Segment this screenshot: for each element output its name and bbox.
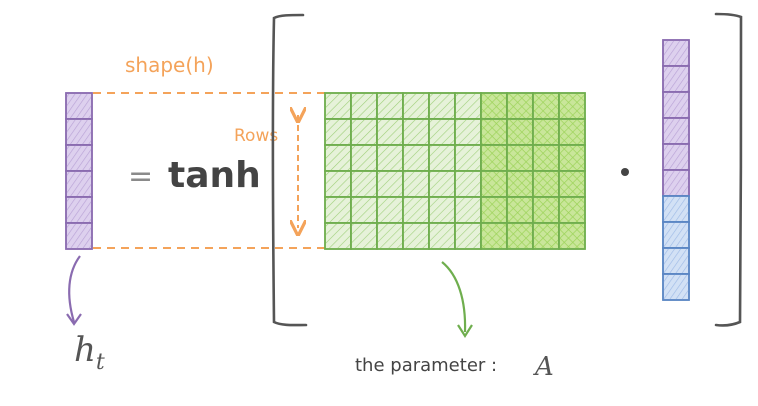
h-cell-hatch	[65, 118, 93, 146]
matrix-cell-hatch	[428, 196, 456, 224]
x-cell-input-part-hatch	[662, 195, 690, 223]
x-cell-hidden-part-hatch	[662, 65, 690, 93]
matrix-cell-hatch	[350, 144, 378, 172]
matrix-cell-hatch	[480, 92, 508, 120]
matrix-cell-hatch	[376, 144, 404, 172]
matrix-cell-hatch	[480, 170, 508, 198]
matrix-cell-hatch	[480, 118, 508, 146]
matrix-cell-hatch	[324, 170, 352, 198]
matrix-cell-hatch	[324, 196, 352, 224]
matrix-cell-hatch	[428, 222, 456, 250]
matrix-cell-hatch	[506, 118, 534, 146]
matrix-cell-hatch	[480, 144, 508, 172]
equals-sign: =	[128, 159, 153, 194]
matrix-cell-hatch	[428, 170, 456, 198]
matrix-cell-hatch	[402, 222, 430, 250]
matrix-cell-hatch	[402, 118, 430, 146]
matrix-cell-hatch	[532, 118, 560, 146]
matrix-cell-hatch	[558, 222, 586, 250]
h-cell-hatch	[65, 144, 93, 172]
parameter-matrix	[324, 92, 586, 250]
matrix-cell-hatch	[324, 144, 352, 172]
x-cell-hidden-part-hatch	[662, 91, 690, 119]
h-arrow	[68, 255, 81, 323]
h-cell-hatch	[65, 170, 93, 198]
matrix-cell-hatch	[350, 222, 378, 250]
left-bracket	[271, 13, 308, 327]
matrix-cell-hatch	[324, 118, 352, 146]
matrix-cell-hatch	[506, 92, 534, 120]
input-vector	[662, 39, 690, 301]
matrix-cell-hatch	[350, 196, 378, 224]
hidden-state-vector	[65, 92, 93, 250]
matrix-cell-hatch	[376, 170, 404, 198]
matrix-cell-hatch	[454, 92, 482, 120]
x-cell-input-part-hatch	[662, 273, 690, 301]
param-arrow-head	[457, 324, 473, 339]
dot-operator	[621, 168, 629, 176]
right-bracket	[714, 12, 743, 327]
matrix-cell-hatch	[506, 144, 534, 172]
matrix-cell-hatch	[376, 118, 404, 146]
x-cell-input-part-hatch	[662, 221, 690, 249]
matrix-cell-hatch	[454, 222, 482, 250]
matrix-cell-hatch	[532, 144, 560, 172]
matrix-cell-hatch	[402, 170, 430, 198]
matrix-cell-hatch	[532, 92, 560, 120]
matrix-cell-hatch	[454, 170, 482, 198]
matrix-cell-hatch	[558, 144, 586, 172]
matrix-cell-hatch	[402, 144, 430, 172]
matrix-cell-hatch	[454, 196, 482, 224]
matrix-cell-hatch	[506, 222, 534, 250]
parameter-label: the parameter :	[355, 355, 497, 376]
matrix-cell-hatch	[428, 144, 456, 172]
matrix-cell-hatch	[506, 170, 534, 198]
x-cell-hidden-part-hatch	[662, 143, 690, 171]
x-cell-hidden-part-hatch	[662, 39, 690, 67]
matrix-cell-hatch	[532, 170, 560, 198]
matrix-cell-hatch	[350, 118, 378, 146]
x-cell-hidden-part-hatch	[662, 117, 690, 145]
matrix-cell-hatch	[454, 144, 482, 172]
x-cell-input-part-hatch	[662, 247, 690, 275]
matrix-cell-hatch	[324, 222, 352, 250]
matrix-cell-hatch	[402, 196, 430, 224]
matrix-cell-hatch	[532, 196, 560, 224]
rows-label: Rows	[234, 126, 278, 146]
matrix-cell-hatch	[506, 196, 534, 224]
matrix-cell-hatch	[350, 170, 378, 198]
matrix-cell-hatch	[376, 196, 404, 224]
matrix-cell-hatch	[558, 170, 586, 198]
matrix-cell-hatch	[324, 92, 352, 120]
matrix-cell-hatch	[428, 92, 456, 120]
h-cell-hatch	[65, 92, 93, 120]
h-cell-hatch	[65, 196, 93, 224]
h-arrow-head	[66, 313, 82, 326]
h-cell-hatch	[65, 222, 93, 250]
shape-label: shape(h)	[125, 53, 214, 77]
matrix-cell-hatch	[428, 118, 456, 146]
matrix-cell-hatch	[558, 92, 586, 120]
matrix-cell-hatch	[376, 222, 404, 250]
matrix-cell-hatch	[454, 118, 482, 146]
x-cell-hidden-part-hatch	[662, 169, 690, 197]
matrix-cell-hatch	[558, 196, 586, 224]
matrix-cell-hatch	[480, 196, 508, 224]
tanh-label: tanh	[168, 155, 261, 196]
matrix-cell-hatch	[558, 118, 586, 146]
param-arrow	[441, 261, 467, 333]
matrix-cell-hatch	[402, 92, 430, 120]
hidden-state-label: ht	[74, 330, 105, 375]
matrix-cell-hatch	[532, 222, 560, 250]
matrix-cell-hatch	[376, 92, 404, 120]
matrix-cell-hatch	[350, 92, 378, 120]
parameter-symbol: A	[533, 352, 554, 382]
matrix-cell-hatch	[480, 222, 508, 250]
